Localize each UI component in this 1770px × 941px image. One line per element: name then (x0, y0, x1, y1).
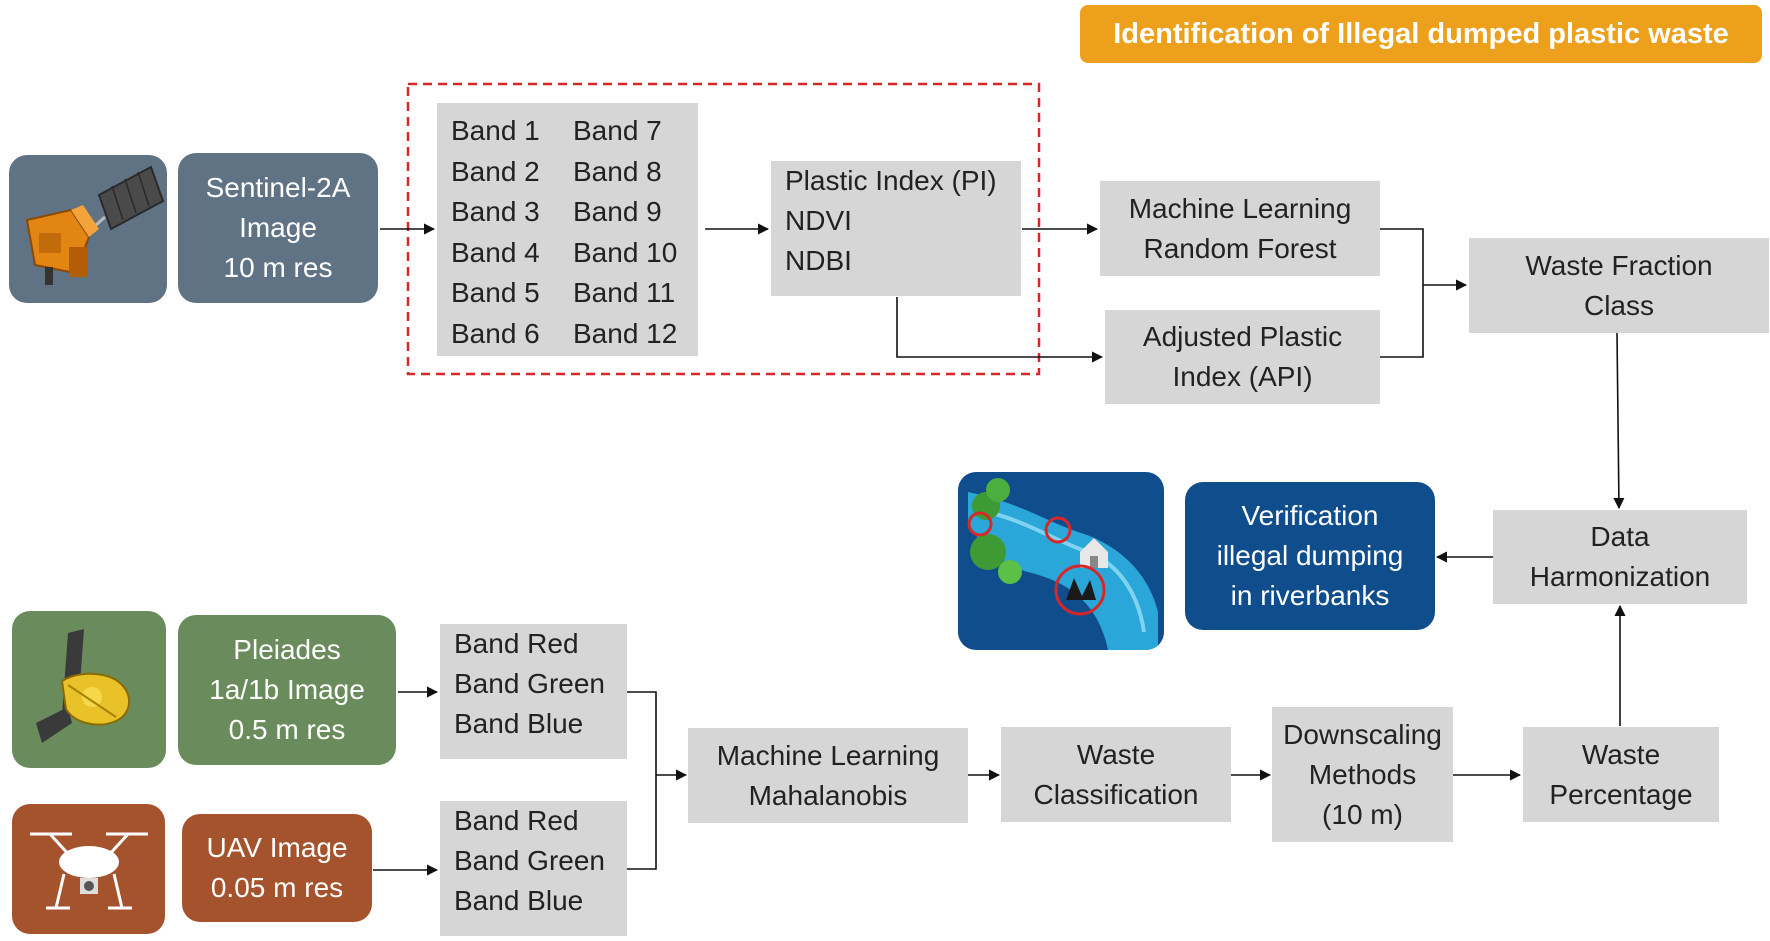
satellite-icon (25, 165, 165, 285)
band-item: Band 2 (451, 155, 540, 187)
adjusted-plastic-index-node: Adjusted Plastic Index (API) (1105, 310, 1380, 404)
uav-image-node: UAV Image 0.05 m res (182, 814, 372, 922)
band-item: Band 1 (451, 115, 540, 146)
arrow-indices-to-api (896, 297, 1104, 363)
band-item: Band 4 (451, 236, 540, 268)
merge-line-bands (627, 691, 657, 870)
data-harmonization-node: Data Harmonization (1493, 510, 1747, 604)
uav-drone-image (12, 804, 165, 934)
band-item: Band 10 (573, 236, 678, 268)
pleiades-image-node: Pleiades 1a/1b Image 0.5 m res (178, 615, 396, 765)
drone-icon (30, 832, 148, 910)
merge-line-rf (1380, 228, 1424, 358)
pleiades-satellite-image (12, 611, 166, 768)
satellite-icon (36, 629, 131, 743)
sentinel-satellite-image (9, 155, 167, 303)
band-item: Band 7 (573, 115, 662, 146)
band-item: Band 11 (573, 277, 676, 308)
verification-node: Verification illegal dumping in riverban… (1185, 482, 1435, 630)
band-item: Band 6 (451, 317, 540, 349)
sentinel-bands-list: Band 1 Band 7 Band 2 Band 8 Band 3 Band … (437, 103, 698, 356)
sentinel-image-node: Sentinel-2A Image 10 m res (178, 153, 378, 303)
spectral-indices-node: Plastic Index (PI) NDVI NDBI (771, 161, 1021, 296)
riverbank-waste-icon (967, 478, 1158, 650)
diagram-title: Identification of Illegal dumped plastic… (1080, 5, 1762, 63)
waste-classification-node: Waste Classification (1001, 727, 1231, 822)
random-forest-node: Machine Learning Random Forest (1100, 181, 1380, 276)
band-item: Band 8 (573, 155, 662, 187)
band-item: Band 5 (451, 277, 540, 308)
waste-percentage-node: Waste Percentage (1523, 727, 1719, 822)
band-item: Band 12 (573, 317, 678, 349)
mahalanobis-node: Machine Learning Mahalanobis (688, 728, 968, 823)
band-item: Band 3 (451, 196, 540, 227)
arrow-waste-fraction-to-harmonization (1613, 332, 1625, 510)
band-item: Band 9 (573, 196, 662, 227)
downscaling-node: Downscaling Methods (10 m) (1272, 707, 1453, 842)
riverbank-illustration (958, 472, 1164, 650)
uav-rgb-bands: Band Red Band Green Band Blue (440, 801, 627, 936)
waste-fraction-class-node: Waste Fraction Class (1469, 238, 1769, 333)
pleiades-rgb-bands: Band Red Band Green Band Blue (440, 624, 627, 759)
